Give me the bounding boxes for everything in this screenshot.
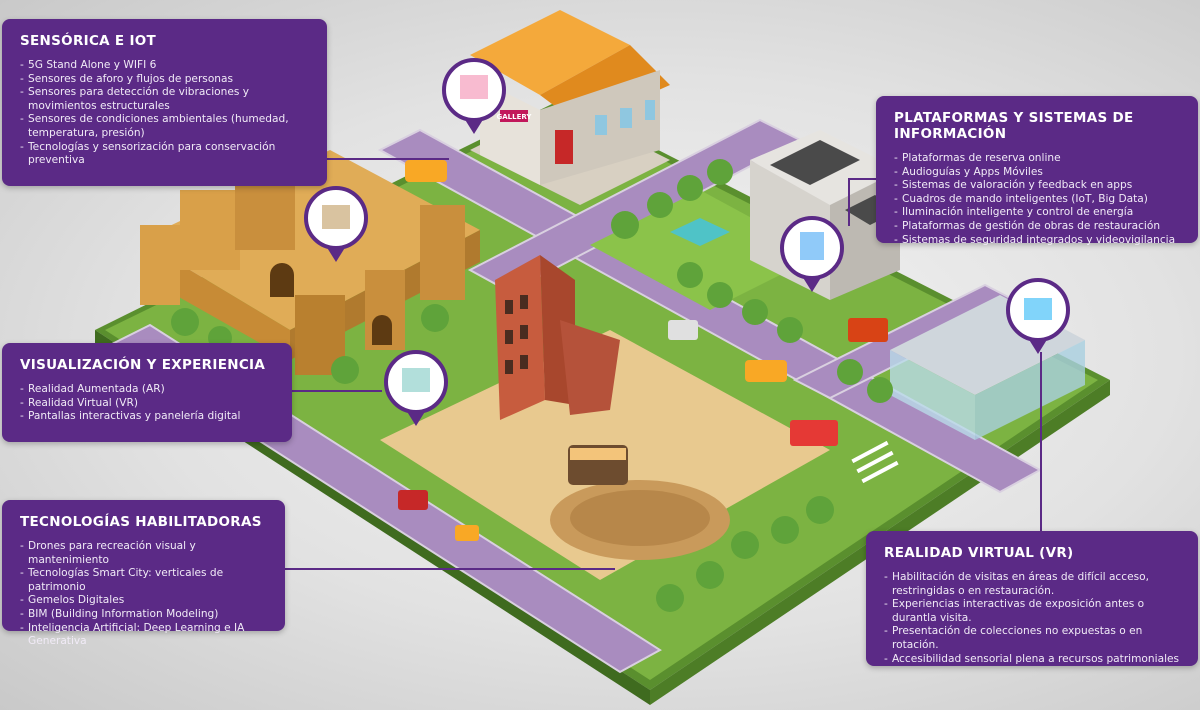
list-item: Inteligencia Artificial: Deep Learning e…: [20, 622, 269, 649]
ruined-building: [495, 255, 620, 420]
list-item: Gemelos Digitales: [20, 594, 269, 608]
panel-title: PLATAFORMAS Y SISTEMAS DE INFORMACIÓN: [894, 110, 1134, 142]
panel-title: REALIDAD VIRTUAL (VR): [884, 545, 1074, 561]
castle: [140, 150, 480, 375]
crosswalk: [851, 440, 899, 484]
panel-list: 5G Stand Alone y WIFI 6 Sensores de afor…: [20, 59, 311, 168]
list-item: Drones para recreación visual y mantenim…: [20, 540, 269, 567]
pin-office: [1006, 278, 1070, 354]
panel-list: Drones para recreación visual y mantenim…: [20, 540, 269, 649]
list-item: Realidad Virtual (VR): [20, 397, 276, 411]
panel-sensorica-iot: SENSÓRICA E IOT 5G Stand Alone y WIFI 6 …: [2, 19, 327, 186]
list-item: Pantallas interactivas y panelería digit…: [20, 410, 276, 424]
connector-plataformas: [848, 178, 876, 180]
list-item: Plataformas de gestión de obras de resta…: [894, 220, 1182, 234]
list-item: Experiencias interactivas de exposición …: [884, 598, 1182, 625]
pin-gallery: [442, 58, 506, 134]
connector-plataformas-v: [848, 178, 850, 226]
list-item: Plataformas de reserva online: [894, 152, 1182, 166]
list-item: Tecnologías y sensorización para conserv…: [20, 141, 311, 168]
connector-sensorica: [327, 158, 449, 160]
list-item: Sensores para detección de vibraciones y…: [20, 86, 311, 113]
gallery-sign: GALLERY: [497, 113, 533, 121]
list-item: Sistemas de seguridad integrados y video…: [894, 234, 1182, 248]
list-item: 5G Stand Alone y WIFI 6: [20, 59, 311, 73]
panel-title: TECNOLOGÍAS HABILITADORAS: [20, 514, 262, 530]
list-item: Iluminación inteligente y control de ene…: [894, 206, 1182, 220]
list-item: Sensores de condiciones ambientales (hum…: [20, 113, 311, 140]
panel-plataformas-sistemas: PLATAFORMAS Y SISTEMAS DE INFORMACIÓN Pl…: [876, 96, 1198, 247]
list-item: Accesibilidad sensorial plena a recursos…: [884, 653, 1182, 667]
list-item: Audioguías y Apps Móviles: [894, 166, 1182, 180]
list-item: Sistemas de valoración y feedback en app…: [894, 179, 1182, 193]
connector-visualizacion: [292, 390, 382, 392]
list-item: Sensores de aforo y flujos de personas: [20, 73, 311, 87]
park-area: [590, 190, 820, 310]
list-item: Tecnologías Smart City: verticales de pa…: [20, 567, 269, 594]
list-item: BIM (Building Information Modeling): [20, 608, 269, 622]
list-item: Realidad Aumentada (AR): [20, 383, 276, 397]
panel-list: Habilitación de visitas en áreas de difí…: [884, 571, 1182, 666]
connector-tecnologias: [285, 568, 615, 570]
pin-visualization: [384, 350, 448, 426]
pin-castle: [304, 186, 368, 262]
pin-townhouse: [780, 216, 844, 292]
trees: [171, 159, 893, 612]
vehicles: [398, 160, 888, 541]
panel-title: SENSÓRICA E IOT: [20, 33, 157, 49]
panel-realidad-virtual: REALIDAD VIRTUAL (VR) Habilitación de vi…: [866, 531, 1198, 666]
panel-list: Realidad Aumentada (AR) Realidad Virtual…: [20, 383, 276, 424]
panel-tecnologias-habilitadoras: TECNOLOGÍAS HABILITADORAS Drones para re…: [2, 500, 285, 647]
list-item: Habilitación de visitas en áreas de difí…: [884, 571, 1182, 598]
panel-title: VISUALIZACIÓN Y EXPERIENCIA: [20, 357, 266, 373]
connector-realidad: [1040, 352, 1042, 531]
panel-visualizacion-experiencia: VISUALIZACIÓN Y EXPERIENCIA Realidad Aum…: [2, 343, 292, 442]
list-item: Presentación de colecciones no expuestas…: [884, 625, 1182, 652]
panel-list: Plataformas de reserva online Audioguías…: [894, 152, 1182, 247]
list-item: Cuadros de mando inteligentes (IoT, Big …: [894, 193, 1182, 207]
pins: [304, 58, 1070, 426]
